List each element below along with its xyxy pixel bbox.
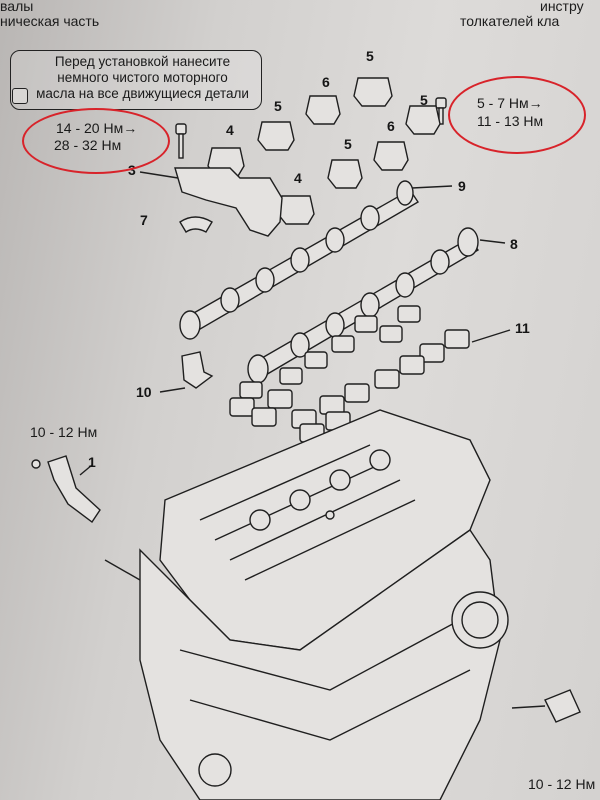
part-number-10: 10 [136,384,152,400]
bearing-cap-5c [257,121,295,151]
engine-block [139,529,509,800]
leader-line-11 [471,329,511,343]
leader-line-9 [411,185,453,189]
torque-valve: 10 - 12 Нм [30,424,98,440]
part-number-5: 5 [420,92,428,108]
part-number-5: 5 [366,48,374,64]
bearing-cap-6a [305,95,341,125]
bearing-cap-6b [373,141,409,171]
highlight-circle-right [448,76,586,154]
part-number-11: 11 [515,320,530,336]
note-line-3: масла на все движущиеся детали [36,86,249,101]
camshaft-lower [247,227,479,384]
header-text-left-2: ническая часть [0,13,100,29]
header-text-right-1: инстру [540,0,584,14]
camshaft-upper [179,180,419,340]
part-number-7: 7 [140,212,148,228]
bearing-cap-4b [277,195,315,225]
note-line-2: немного чистого моторного [57,70,228,85]
bearing-shell-7 [179,216,213,233]
part-number-1: 1 [88,454,96,470]
header-text-right-2: толкателей кла [460,13,560,29]
bearing-cap-5a [353,77,393,107]
note-text: Перед установкой нанесите немного чистог… [30,54,255,102]
part-number-4: 4 [226,122,234,138]
leader-line-1 [79,464,93,476]
part-number-4: 4 [294,170,302,186]
part-number-6: 6 [387,118,395,134]
part-number-9: 9 [458,178,466,194]
highlight-circle-left [22,108,170,174]
bolt-right [435,97,447,125]
torque-cam-sensor: 10 - 12 Нм [528,776,596,792]
oil-control-valve [31,455,101,524]
note-line-1: Перед установкой нанесите [54,54,231,69]
bearing-cap-5d [327,159,363,189]
part-number-5: 5 [344,136,352,152]
leader-line-cam-sensor [511,705,546,709]
cam-sensor [544,689,581,723]
tappet-row-upper [239,305,421,399]
oil-can-icon [12,88,28,104]
leader-line-10 [159,387,186,393]
part-number-5: 5 [274,98,282,114]
bearing-cap-5b [405,105,441,135]
note-box [10,50,262,110]
part-number-3: 3 [128,162,136,178]
leader-line-sensor [104,559,141,581]
bolt-left [175,123,187,159]
camshaft-carrier [174,167,283,237]
part-number-6: 6 [322,74,330,90]
part-number-8: 8 [510,236,518,252]
leader-line-8 [479,239,506,244]
bracket-10 [181,351,214,389]
cylinder-head [159,409,491,651]
header-text-left-1: валы [0,0,34,14]
leader-line-3 [139,171,179,179]
